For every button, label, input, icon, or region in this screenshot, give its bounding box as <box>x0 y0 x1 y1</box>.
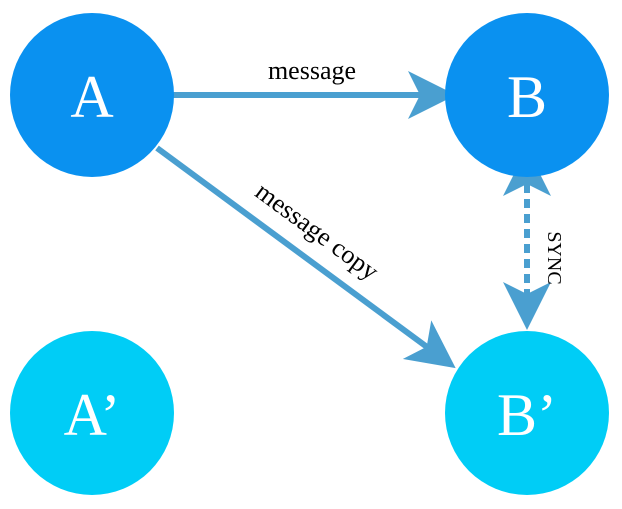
node-a-prime-circle <box>10 331 174 495</box>
node-b-prime-circle <box>445 331 609 495</box>
node-a-label: A <box>70 64 113 130</box>
message-label: message <box>268 56 356 85</box>
node-b-label: B <box>507 64 547 130</box>
node-a-prime: A’ <box>10 331 174 495</box>
message-copy-arrow <box>155 145 456 369</box>
node-b-prime-label: B’ <box>497 382 557 448</box>
edge-sync: SYNC <box>503 148 565 330</box>
node-a: A <box>10 13 174 177</box>
edge-message: message <box>172 56 456 119</box>
node-b-prime: B’ <box>445 331 609 495</box>
node-b-circle <box>445 13 609 177</box>
node-a-prime-label: A’ <box>64 382 121 448</box>
node-a-circle <box>10 13 174 177</box>
node-b: B <box>445 13 609 177</box>
sync-label: SYNC <box>543 231 565 284</box>
edge-message-copy: message copy <box>155 145 456 369</box>
